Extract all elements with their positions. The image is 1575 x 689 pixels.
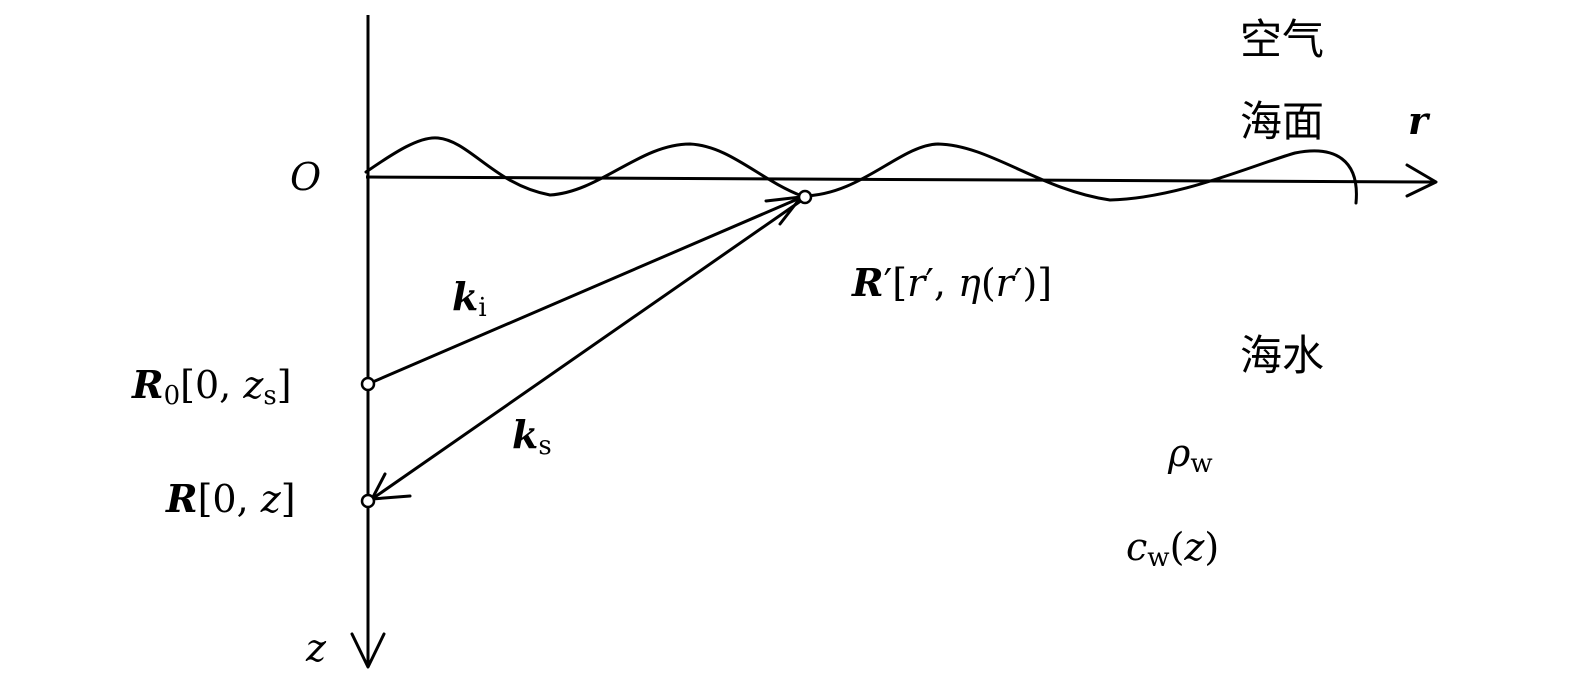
z-axis-arrowhead: [350, 632, 386, 669]
r-axis-line: [365, 175, 1435, 184]
sea-surface-label: 海面: [1240, 97, 1324, 146]
sound-speed-label: cw(z): [1126, 525, 1219, 573]
r-axis-label: r: [1408, 98, 1431, 143]
sea-surface-wave: [364, 136, 1358, 205]
k-scattered-label: ks: [512, 412, 552, 461]
surface-point-marker: [797, 189, 813, 205]
surface-point-label: R′[r′, η(r′)]: [851, 260, 1052, 305]
source-point-marker: [360, 376, 376, 392]
seawater-label: 海水: [1240, 331, 1324, 380]
r-axis-arrowhead: [1405, 163, 1438, 198]
air-label: 空气: [1240, 15, 1324, 64]
receiver-point-label: R[0, z]: [165, 476, 296, 521]
source-point-label: R0[0, zs]: [131, 362, 292, 411]
k-incident-label: ki: [452, 274, 487, 323]
origin-label: O: [290, 155, 321, 199]
scattered-ray: [371, 196, 806, 501]
z-axis-label: z: [305, 626, 327, 670]
incident-ray: [367, 196, 801, 386]
receiver-point-marker: [360, 493, 376, 509]
density-label: ρw: [1167, 431, 1213, 479]
